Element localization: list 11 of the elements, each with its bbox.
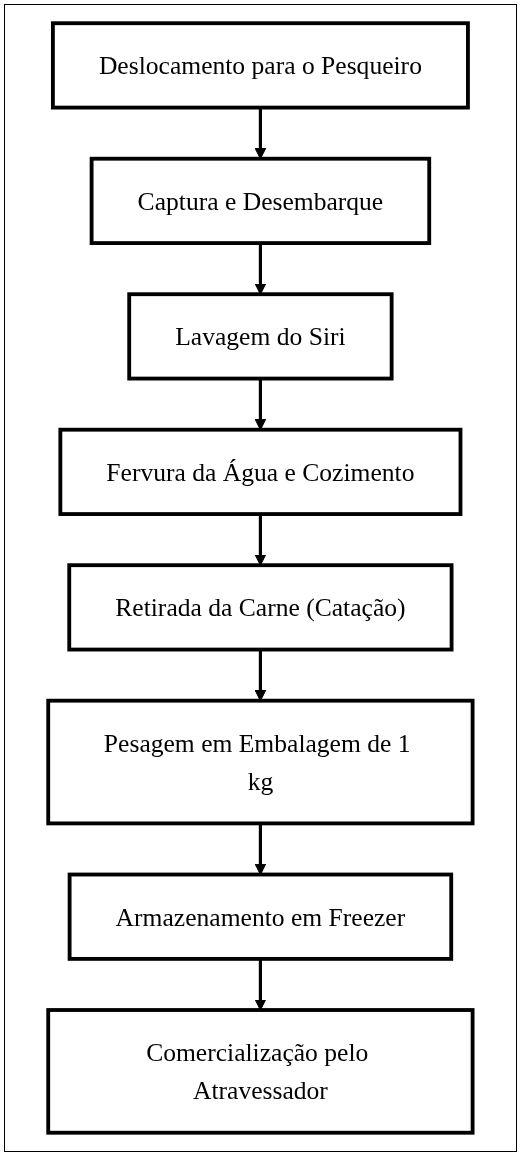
- node-box: Armazenamento em Freezer: [67, 872, 454, 961]
- node-box: Retirada da Carne (Catação): [67, 563, 454, 652]
- node-box: Lavagem do Siri: [127, 292, 394, 381]
- node-box: Pesagem em Embalagem de 1 kg: [46, 698, 475, 826]
- arrow: [254, 958, 267, 1011]
- arrow: [254, 243, 267, 295]
- node-box: Comercialização pelo Atravessador: [46, 1008, 475, 1135]
- arrow: [254, 514, 267, 566]
- node-box: Deslocamento para o Pesqueiro: [51, 21, 470, 110]
- node-box: Captura e Desembarque: [89, 156, 432, 245]
- node-box: Fervura da Água e Cozimento: [58, 427, 463, 516]
